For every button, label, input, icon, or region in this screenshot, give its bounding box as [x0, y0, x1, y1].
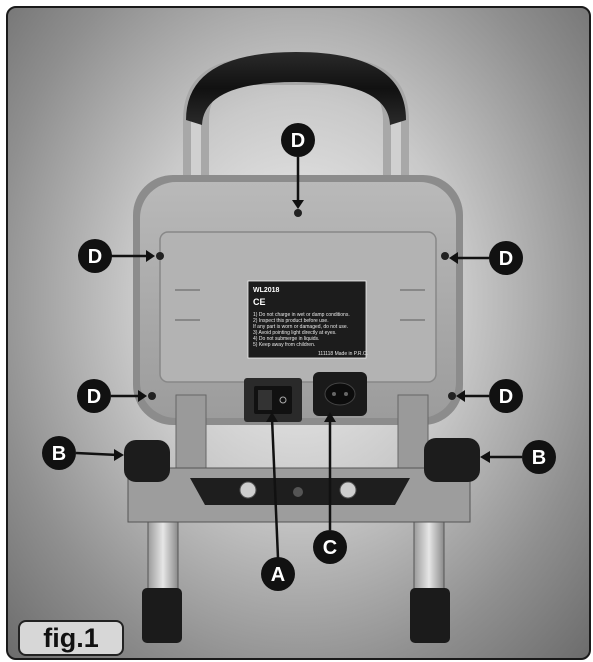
figure-label: fig.1 — [18, 620, 124, 656]
svg-text:D: D — [291, 130, 305, 152]
handle-grip — [186, 52, 406, 125]
screw-lower-left — [148, 392, 156, 400]
plate-footer: 111118 Made in P.R.C. — [318, 351, 368, 357]
rating-plate: WL2018 CE 1) Do not charge in wet or dam… — [247, 280, 368, 359]
svg-text:D: D — [87, 386, 101, 408]
power-socket — [313, 372, 367, 416]
callout-d-lower-right: D — [489, 379, 523, 413]
rocker-switch — [244, 378, 302, 422]
plate-line-6: 5) Keep away from children. — [253, 342, 315, 348]
right-knob — [424, 438, 480, 482]
right-foot — [410, 588, 450, 643]
screw-top — [294, 209, 302, 217]
plate-line-2: 2) Inspect this product before use. — [253, 318, 329, 324]
plate-model: WL2018 — [253, 287, 280, 294]
ce-mark: CE — [253, 297, 266, 307]
svg-text:A: A — [271, 564, 285, 586]
screw-upper-right — [441, 252, 449, 260]
plate-line-4: 3) Avoid pointing light directly at eyes… — [253, 330, 337, 336]
svg-text:C: C — [323, 537, 337, 559]
callout-d-lower-left: D — [77, 379, 111, 413]
plate-line-3: If any part is worn or damaged, do not u… — [253, 324, 348, 330]
svg-text:D: D — [499, 248, 513, 270]
callout-b-left: B — [42, 436, 76, 470]
left-knob — [124, 440, 170, 482]
plate-line-5: 4) Do not submerge in liquids. — [253, 336, 319, 342]
plate-line-1: 1) Do not charge in wet or damp conditio… — [253, 312, 350, 318]
left-foot — [142, 588, 182, 643]
carry-handle — [183, 52, 409, 255]
light-housing — [133, 175, 463, 425]
svg-text:B: B — [52, 443, 66, 465]
screw-upper-left — [156, 252, 164, 260]
svg-text:D: D — [499, 386, 513, 408]
callout-d-top: D — [281, 123, 315, 157]
callout-arrows — [75, 157, 522, 559]
svg-text:B: B — [532, 447, 546, 469]
callout-d-upper-left: D — [78, 239, 112, 273]
callout-d-upper-right: D — [489, 241, 523, 275]
callout-b-right: B — [522, 440, 556, 474]
screw-lower-right — [448, 392, 456, 400]
callout-c-socket: C — [313, 530, 347, 564]
stand-bracket — [124, 394, 480, 523]
svg-text:D: D — [88, 246, 102, 268]
callout-a-switch: A — [261, 557, 295, 591]
